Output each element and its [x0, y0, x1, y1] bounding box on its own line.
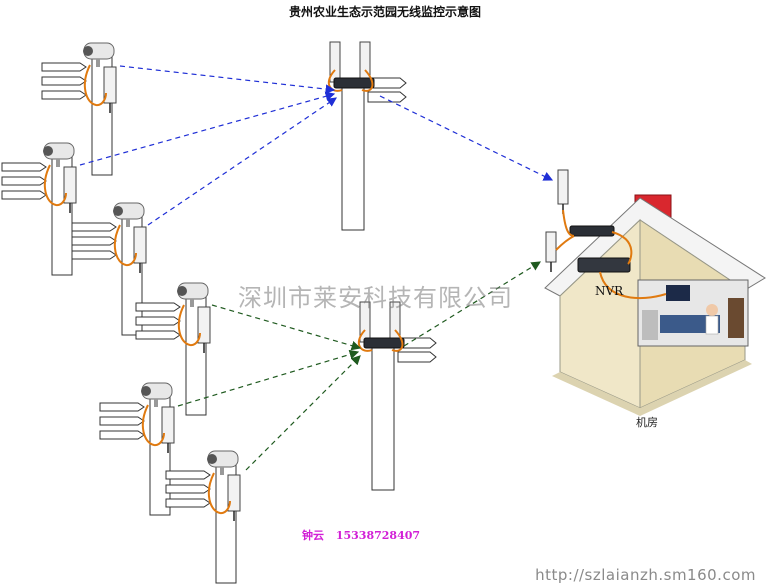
green-links [177, 261, 542, 471]
contact-info: 钟云 15338728407 [302, 527, 428, 543]
nvr-icon [577, 257, 631, 273]
contact-name: 钟云 [302, 529, 324, 542]
antenna-icon [557, 169, 569, 205]
camera-pole-5 [99, 382, 175, 516]
camera-pole-3 [71, 202, 147, 336]
switch-icon [569, 225, 615, 237]
contact-phone: 15338728407 [335, 529, 421, 542]
machine-room-label: 机房 [636, 416, 658, 429]
monitor-icon [666, 285, 690, 301]
company-watermark: 深圳市莱安科技有限公司 [238, 284, 513, 312]
relay-pole-bottom [357, 301, 437, 491]
nvr-label: NVR [595, 284, 624, 298]
relay-pole-top [327, 41, 407, 231]
footer-url[interactable]: http://szlaianzh.sm160.com [535, 566, 756, 584]
blue-links [79, 65, 554, 226]
camera-pole-6 [165, 450, 241, 584]
diagram-title: 贵州农业生态示范园无线监控示意图 [288, 5, 481, 19]
camera-pole-2 [1, 142, 77, 276]
house-equipment [545, 169, 667, 300]
